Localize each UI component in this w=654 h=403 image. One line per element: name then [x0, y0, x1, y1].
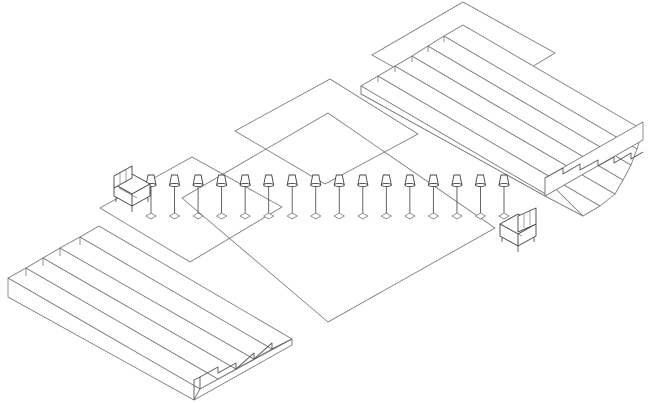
- armchair-right: [499, 207, 537, 252]
- floor-lamp: [239, 174, 251, 220]
- ceiling-panel-middle: [234, 78, 419, 185]
- floor-lamp: [168, 174, 181, 220]
- floor-zone-outline: [181, 112, 496, 323]
- floor-lamp: [427, 174, 440, 220]
- floor-lamp: [310, 174, 322, 220]
- floor-lamp: [451, 174, 463, 220]
- floor-lamp: [380, 174, 393, 220]
- floor-lamp: [286, 174, 298, 220]
- stepped-platform-right: [360, 24, 644, 217]
- ceiling-panel-left: [99, 156, 283, 263]
- floor-lamp: [192, 174, 204, 220]
- floor-lamp: [498, 174, 510, 220]
- stepped-platform-left: [7, 225, 293, 401]
- armchair-left: [113, 165, 151, 212]
- floor-lamp: [333, 174, 345, 220]
- floor-lamp: [404, 174, 416, 220]
- floor-lamp-row: [145, 174, 510, 220]
- floor-lamp: [262, 174, 275, 220]
- floor-lamp: [357, 174, 369, 220]
- floor-lamp: [215, 174, 228, 220]
- floor-lamp: [474, 174, 487, 220]
